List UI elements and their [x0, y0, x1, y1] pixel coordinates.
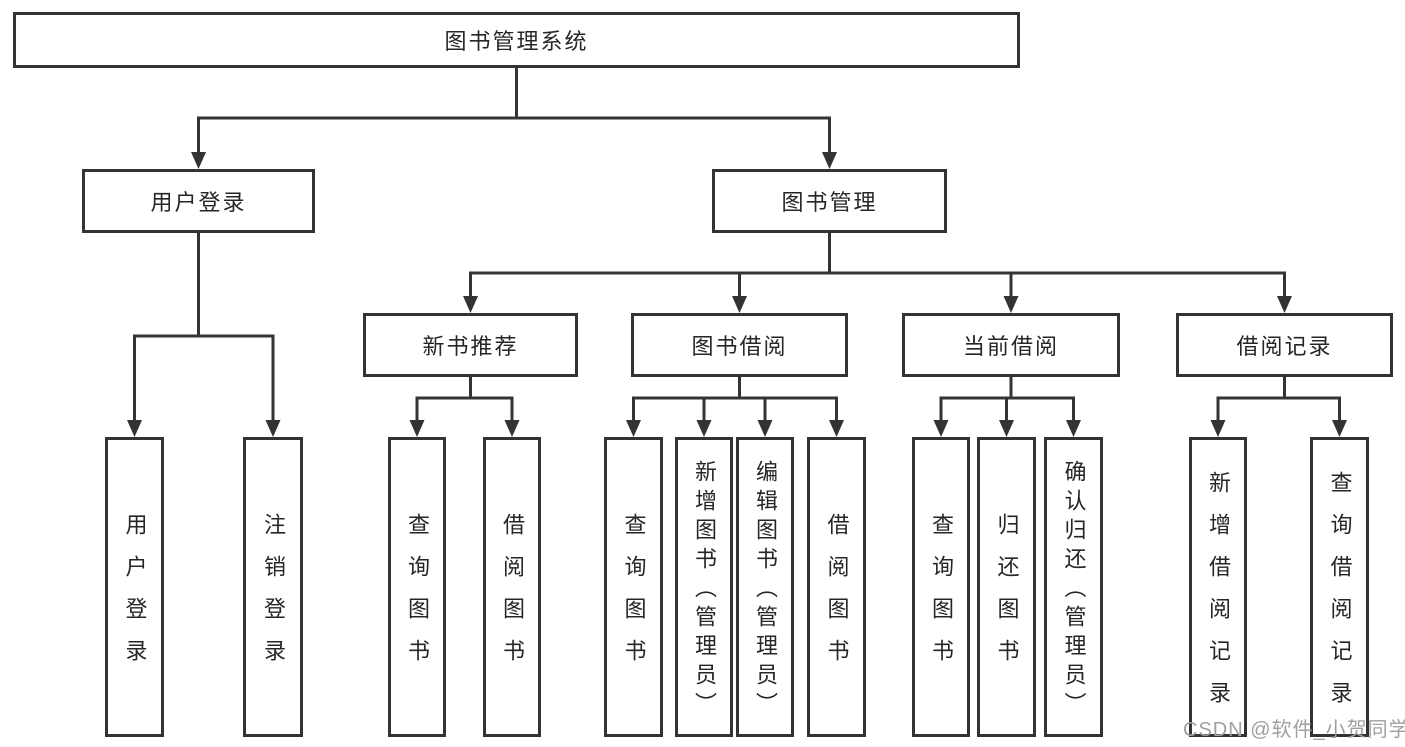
leaf-user-login: 用户登录: [105, 437, 164, 737]
node-root: 图书管理系统: [13, 12, 1020, 68]
leaf-return-book: 归还图书: [977, 437, 1036, 737]
arrowhead-icon: [696, 420, 712, 437]
node-new-book-recommend: 新书推荐: [363, 313, 578, 377]
arrowhead-icon: [757, 420, 773, 437]
arrowhead-icon: [463, 296, 478, 313]
node-book-borrow: 图书借阅: [631, 313, 848, 377]
leaf-query-book-borrow: 查询图书: [604, 437, 663, 737]
leaf-borrow-book: 借阅图书: [807, 437, 866, 737]
leaf-query-book-current: 查询图书: [912, 437, 970, 737]
arrowhead-icon: [1003, 296, 1019, 313]
arrowhead-icon: [829, 420, 844, 437]
node-user-login: 用户登录: [82, 169, 315, 233]
arrowhead-icon: [265, 420, 281, 437]
arrowhead-icon: [822, 152, 837, 169]
node-book-management: 图书管理: [712, 169, 947, 233]
leaf-query-borrow-record: 查询借阅记录: [1310, 437, 1369, 737]
arrowhead-icon: [504, 420, 520, 437]
leaf-add-borrow-record: 新增借阅记录: [1189, 437, 1247, 737]
arrowhead-icon: [626, 420, 641, 437]
leaf-borrow-book-recommend: 借阅图书: [483, 437, 541, 737]
leaf-logout: 注销登录: [243, 437, 303, 737]
leaf-query-book-recommend: 查询图书: [388, 437, 446, 737]
arrowhead-icon: [409, 420, 425, 437]
arrowhead-icon: [732, 296, 747, 313]
leaf-add-book-admin: 新增图书（管理员）: [675, 437, 733, 737]
node-borrow-records: 借阅记录: [1176, 313, 1393, 377]
arrowhead-icon: [1066, 420, 1081, 437]
arrowhead-icon: [127, 420, 142, 437]
watermark: CSDN @软件_小贺同学: [1183, 719, 1405, 741]
arrowhead-icon: [933, 420, 949, 437]
arrowhead-icon: [1332, 420, 1347, 437]
arrowhead-icon: [999, 420, 1014, 437]
connectors: [127, 66, 1347, 437]
leaf-edit-book-admin: 编辑图书（管理员）: [736, 437, 794, 737]
arrowhead-icon: [1210, 420, 1226, 437]
arrowhead-icon: [1277, 296, 1292, 313]
arrowhead-icon: [191, 152, 206, 169]
node-current-borrow: 当前借阅: [902, 313, 1120, 377]
leaf-confirm-return-admin: 确认归还（管理员）: [1044, 437, 1103, 737]
